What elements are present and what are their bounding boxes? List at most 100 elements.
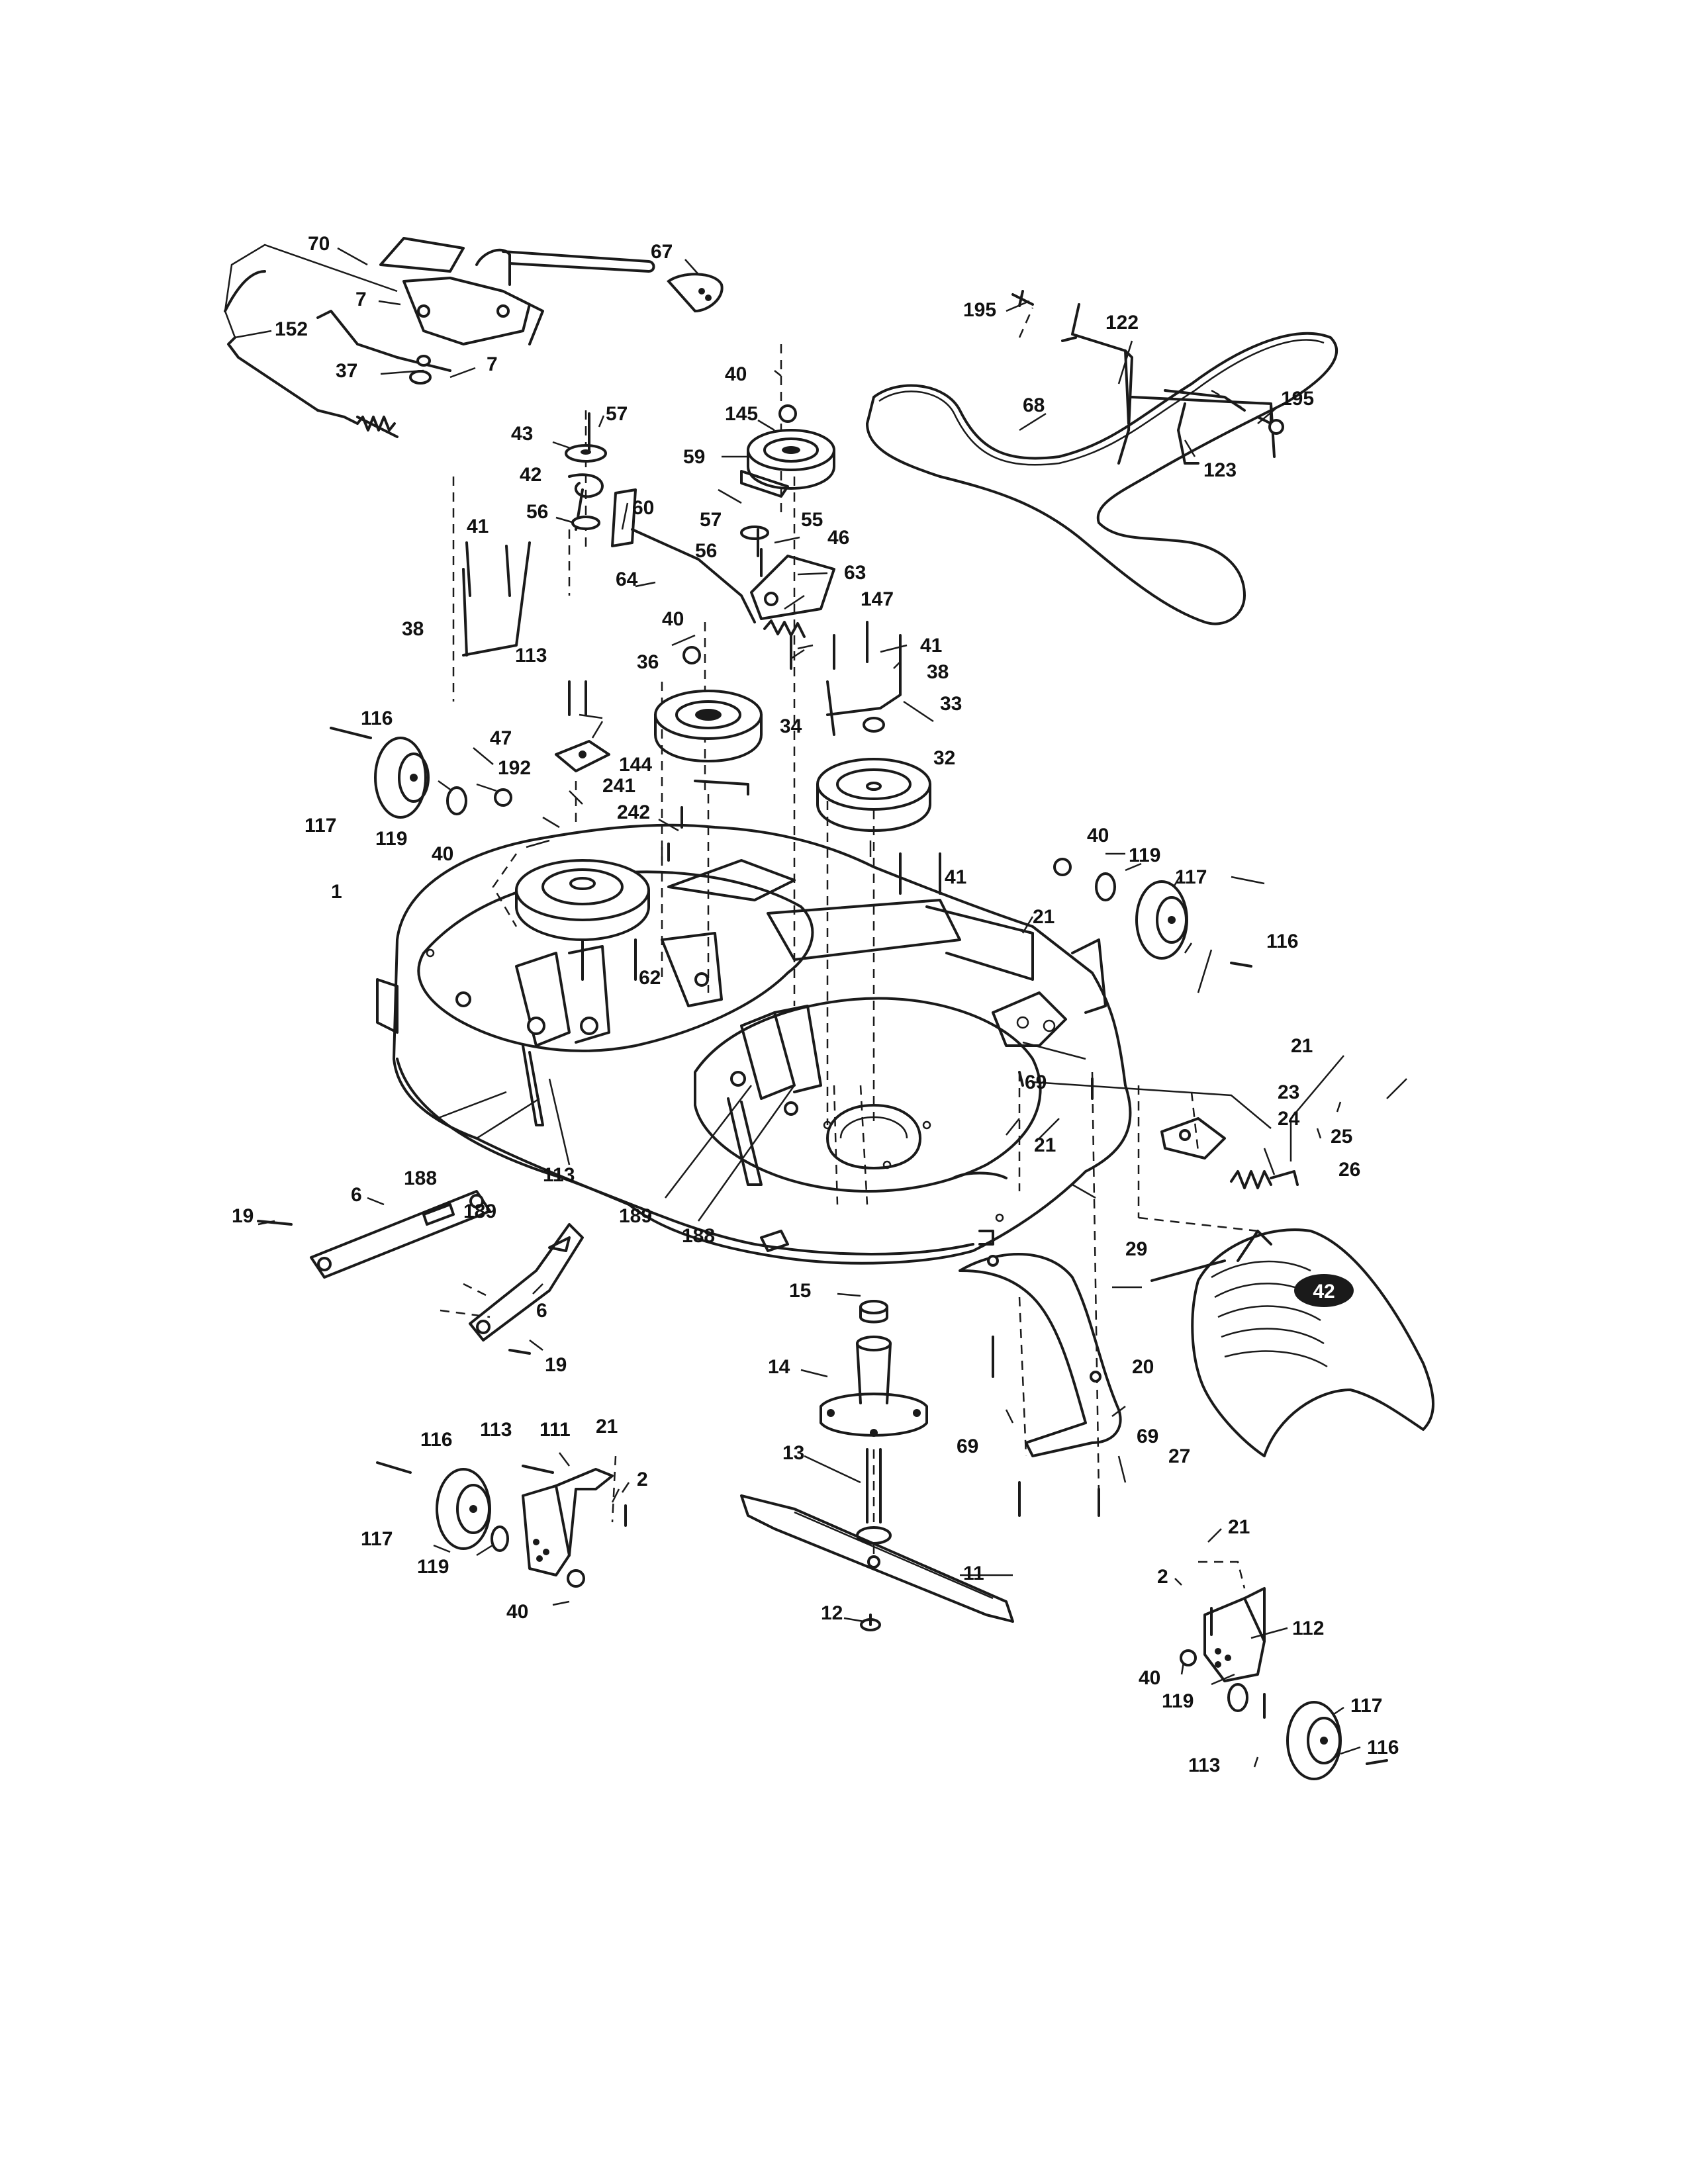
callout: 62 <box>639 967 661 989</box>
callout: 11 <box>963 1563 984 1584</box>
callout: 25 <box>1331 1126 1352 1148</box>
callout: 6 <box>351 1184 362 1206</box>
callout: 19 <box>545 1354 567 1376</box>
callout: 12 <box>821 1602 843 1624</box>
callout: 56 <box>695 540 717 562</box>
deck-size-mark: 42 <box>1294 1274 1354 1307</box>
callout: 40 <box>506 1601 528 1623</box>
handle-grip-67 <box>667 273 724 313</box>
callout: 119 <box>375 828 407 850</box>
callout: 192 <box>498 757 531 779</box>
blade-bolt-12 <box>860 1614 881 1631</box>
callout: 119 <box>1162 1690 1194 1712</box>
callout: 145 <box>725 403 758 425</box>
callout: 6 <box>536 1300 547 1322</box>
callout: 32 <box>933 747 955 769</box>
callout: 40 <box>662 608 684 630</box>
callout: 37 <box>336 360 357 382</box>
callout: 69 <box>957 1435 978 1457</box>
belt-keeper-123 <box>1164 389 1246 465</box>
spindle-bearing-15 <box>859 1300 888 1324</box>
callout: 19 <box>232 1205 254 1227</box>
spindle-shaft-13 <box>856 1448 892 1545</box>
callout: 40 <box>1139 1667 1160 1689</box>
callout: 144 <box>619 754 652 776</box>
callout: 40 <box>725 363 747 385</box>
callout: 23 <box>1278 1081 1299 1103</box>
spring-147 <box>763 619 806 638</box>
callout: 7 <box>487 353 498 375</box>
deck-size-text: 42 <box>1313 1281 1335 1302</box>
callout: 119 <box>1129 844 1160 866</box>
callout: 59 <box>683 446 705 468</box>
callout: 21 <box>1034 1134 1056 1156</box>
deflector-rod-29 <box>1150 1259 1226 1282</box>
spindle-housing-14 <box>820 1336 928 1437</box>
pulley-32 <box>816 758 931 832</box>
callout: 113 <box>480 1419 512 1441</box>
callout: 188 <box>404 1167 437 1189</box>
callout: 111 <box>539 1419 571 1441</box>
wheel-117-left-bottom <box>436 1468 491 1550</box>
bolt-195 <box>1011 290 1284 435</box>
bolts <box>257 412 1388 1765</box>
callout: 195 <box>1281 388 1314 410</box>
callout: 117 <box>305 815 336 837</box>
callout: 2 <box>637 1469 648 1490</box>
callout: 152 <box>275 318 308 340</box>
callout: 36 <box>637 651 659 673</box>
callout: 117 <box>1175 866 1207 888</box>
leader-lines <box>224 244 1407 1768</box>
callout: 2 <box>1157 1566 1168 1588</box>
callout: 69 <box>1025 1071 1047 1093</box>
callout: 33 <box>940 693 962 715</box>
gauge-wheel-bracket-112 <box>1203 1587 1266 1682</box>
wheel-117-left-top <box>374 737 430 819</box>
callout: 34 <box>780 715 802 737</box>
bracket-23 <box>1160 1117 1226 1160</box>
callout: 122 <box>1105 312 1139 334</box>
callout: 42 <box>520 464 541 486</box>
baffle-20 <box>959 1253 1122 1457</box>
deck-arm-6-lower <box>469 1223 584 1342</box>
callout: 241 <box>602 775 635 797</box>
drive-belt-68 <box>866 332 1338 625</box>
callout: 63 <box>844 562 866 584</box>
idler-arm-59 <box>740 470 789 498</box>
deck-arm-6-upper <box>310 1190 491 1279</box>
callout: 116 <box>361 707 393 729</box>
callout: 55 <box>801 509 823 531</box>
wheel-117-right-top <box>1135 880 1188 960</box>
callout: 43 <box>511 423 533 445</box>
callout: 29 <box>1125 1238 1147 1260</box>
lift-cable-152 <box>224 270 451 438</box>
callout: 40 <box>1087 825 1109 846</box>
wheel-117-right-bottom <box>1286 1701 1342 1780</box>
callout: 38 <box>402 618 424 640</box>
callout: 57 <box>700 509 722 531</box>
callout: 70 <box>308 233 330 255</box>
callout: 13 <box>782 1442 804 1464</box>
callout: 56 <box>526 501 548 523</box>
idler-rod-64 <box>631 528 756 623</box>
callout: 21 <box>596 1416 618 1437</box>
spacer-56-right <box>740 525 769 540</box>
callout: 116 <box>1367 1737 1399 1758</box>
callout: 24 <box>1278 1108 1300 1130</box>
callout: 27 <box>1168 1445 1190 1467</box>
spring-42 <box>568 473 604 498</box>
callout: 189 <box>463 1201 496 1222</box>
washers-and-nuts <box>409 355 1248 1712</box>
callout: 113 <box>515 645 547 666</box>
callout: 195 <box>963 299 996 321</box>
deck-housing <box>376 823 1132 1265</box>
callout: 20 <box>1132 1356 1154 1378</box>
spacer-56-left <box>571 516 600 530</box>
rod-25 <box>1270 1170 1299 1186</box>
callout: 188 <box>682 1225 715 1247</box>
gauge-wheel-bracket-111 <box>522 1468 614 1576</box>
callout: 116 <box>1266 931 1298 952</box>
callout: 41 <box>467 516 489 537</box>
callout: 242 <box>617 801 650 823</box>
